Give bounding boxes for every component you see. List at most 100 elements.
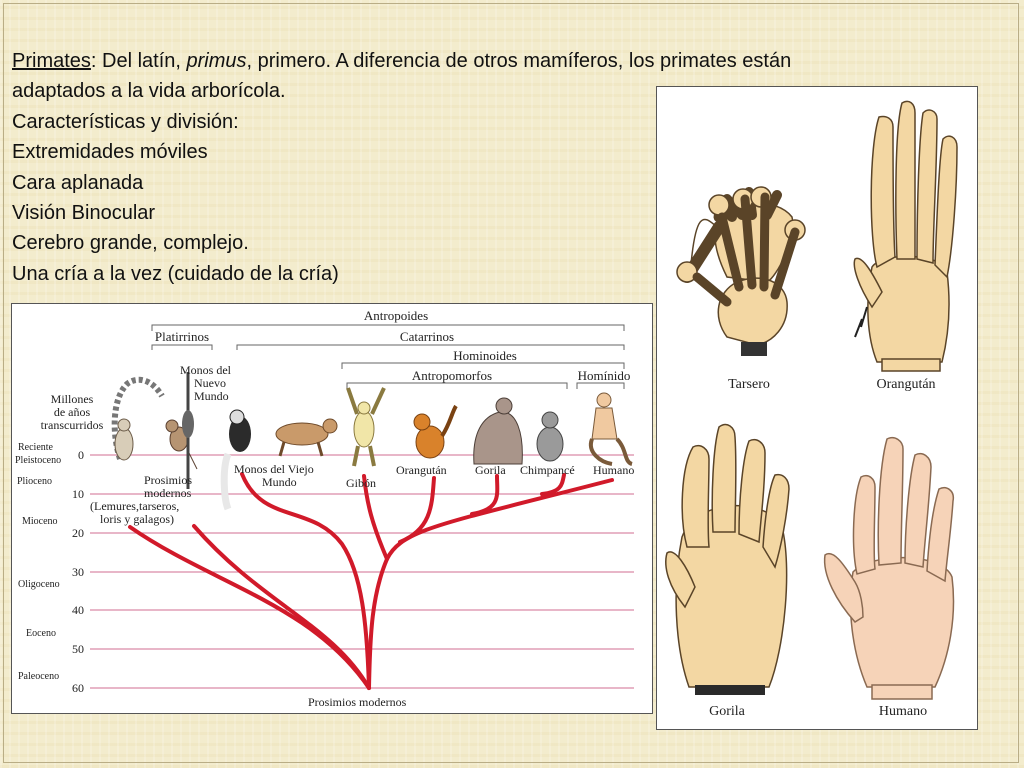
taxon-label-viejo-mundo: Monos del Viejo [234, 462, 314, 476]
macaque-leg [316, 441, 324, 457]
tick-label: 0 [78, 448, 84, 462]
gorilla-finger [762, 473, 790, 569]
taxon-label-nuevo-mundo: Mundo [194, 389, 229, 403]
colobus-head [229, 409, 245, 425]
gibbon-body [353, 410, 375, 448]
gorilla-finger [711, 423, 737, 533]
epoch-label: Pleistoceno [15, 455, 61, 466]
taxon-label-chimpance: Chimpancé [520, 463, 575, 477]
human-finger [877, 437, 904, 566]
term-primates: Primates [12, 50, 91, 72]
new-world-monkey-figure [182, 372, 194, 489]
bracket-antropomorfos [346, 382, 568, 389]
tarsier-digit [692, 272, 732, 307]
human-thumb [823, 552, 864, 623]
characteristic-item: Visión Binocular [12, 202, 156, 225]
characteristic-item: Extremidades móviles [12, 141, 208, 164]
orangutan-finger [934, 135, 958, 279]
axis-title: Millones [51, 392, 94, 406]
bracket-hominoides [341, 362, 625, 369]
branch-nuevo-mundo [192, 524, 371, 690]
gorilla-thumb [665, 551, 696, 609]
intro-line-2: adaptados a la vida arborícola. [12, 80, 286, 103]
characteristic-item: Cerebro grande, complejo. [12, 232, 249, 255]
taxon-label-gibon: Gibón [346, 476, 376, 490]
hands-diagram: Tarsero Orangután Gorila Humano [665, 100, 958, 719]
taxon-label-humano: Humano [593, 463, 634, 477]
orangutan-finger [916, 109, 938, 264]
lemur-head [117, 418, 131, 432]
branch-orangutan [398, 476, 436, 544]
bracket-platirrinos [151, 344, 213, 350]
branch-hominoides-stem [367, 478, 614, 690]
gibbon-figure [346, 387, 386, 467]
taxon-label-prosimios: modernos [144, 486, 192, 500]
hand-label-tarsero: Tarsero [728, 377, 770, 392]
gorilla-figure [473, 397, 523, 465]
orangutan-wrist-hair [854, 306, 868, 338]
human-finger [852, 475, 876, 575]
human-torso [591, 407, 618, 440]
taxon-label-gorila: Gorila [475, 463, 506, 477]
axis-title: transcurridos [41, 418, 104, 432]
human-legs [588, 437, 633, 466]
branch-prosimios [128, 525, 371, 690]
human-wrist [871, 684, 933, 700]
branch-gibon [362, 474, 389, 561]
orangutan-wrist [881, 358, 941, 372]
branch-gorila [470, 474, 500, 516]
macaque-body [275, 422, 329, 446]
taxon-label-prosimios: (Lemures,tarseros, [90, 499, 179, 513]
primate-evolution-tree: 0 10 20 30 40 50 60 Reciente Pleistoceno… [11, 303, 653, 714]
hand-label-humano: Humano [879, 704, 927, 719]
tarsier-hand-simplified [692, 192, 800, 356]
tarsier-pad [708, 194, 730, 216]
orangutan-arm [440, 404, 458, 438]
monkey-body [182, 410, 194, 438]
gibbon-arms [346, 387, 386, 415]
taxon-label-nuevo-mundo: Monos del [180, 363, 232, 377]
branch-viejo-mundo [240, 472, 371, 690]
animal-figures [111, 372, 633, 511]
taxon-label-prosimios: Prosimios [144, 473, 192, 487]
epoch-label: Oligoceno [18, 579, 60, 590]
orangutan-hand-illustration [853, 100, 958, 372]
tarsier-thumb-line [689, 218, 718, 278]
tick-label: 20 [72, 526, 84, 540]
taxon-label-prosimios: loris y galagos) [100, 512, 174, 526]
orangutan-palm [867, 255, 950, 363]
branch-chimpance [540, 473, 566, 496]
gibbon-legs [352, 445, 376, 467]
epoch-label: Paleoceno [18, 671, 59, 682]
gorilla-wrist-fur [695, 685, 765, 695]
bracket-catarrinos [236, 344, 625, 350]
axis-title: de años [54, 405, 91, 419]
macaque-head [322, 418, 338, 434]
slide-text: Primates: Del latín, primus, primero. A … [12, 46, 972, 289]
epoch-label: Plioceno [17, 476, 52, 487]
orangutan-finger [870, 115, 896, 269]
lemur-body [114, 427, 134, 461]
orangutan-body [415, 425, 445, 459]
hand-label-gorila: Gorila [709, 704, 746, 719]
human-head [596, 392, 612, 408]
tarsier-palm-shape [717, 277, 788, 346]
taxon-label-orangutan: Orangután [396, 463, 447, 477]
tick-label: 60 [72, 681, 84, 695]
characteristic-item: Cara aplanada [12, 171, 144, 194]
group-label-catarrinos: Catarrinos [400, 329, 454, 344]
taxon-label-viejo-mundo: Mundo [262, 475, 297, 489]
list-heading: Características y división: [12, 110, 239, 133]
hand-label-orangutan: Orangután [876, 377, 935, 392]
tarsier-finger [722, 194, 747, 220]
gorilla-head [495, 397, 513, 415]
colobus-body [229, 416, 251, 452]
human-finger [926, 487, 955, 583]
epoch-label: Mioceno [22, 516, 58, 527]
lemur-figure [111, 376, 165, 461]
bracket-antropoides [151, 324, 625, 331]
gibbon-head [357, 401, 371, 415]
tick-label: 50 [72, 642, 84, 656]
orangutan-finger [895, 100, 916, 260]
gorilla-finger [738, 439, 766, 544]
